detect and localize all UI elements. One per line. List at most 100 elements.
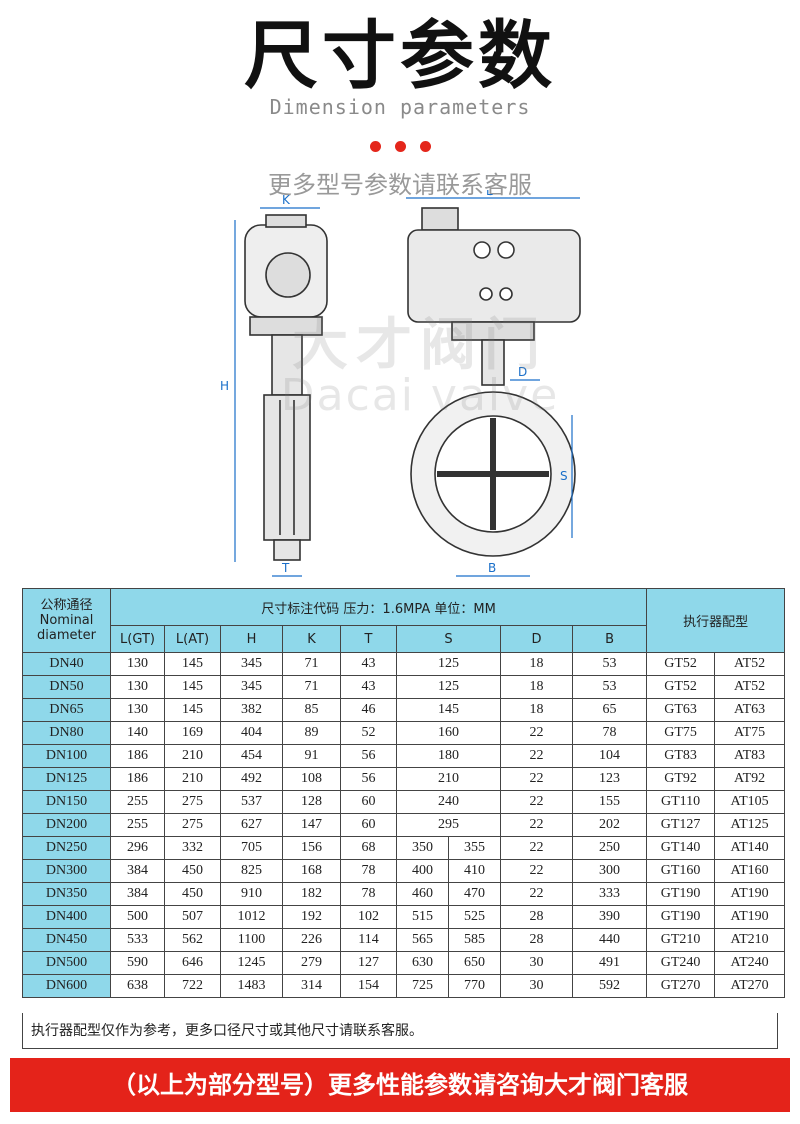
cell-h: 1245: [220, 951, 283, 975]
cell-d: 28: [500, 928, 573, 952]
cell-lat: 210: [164, 767, 221, 791]
dim-label-l: L: [486, 190, 493, 198]
cell-at: AT52: [714, 675, 786, 699]
cell-s1: 400: [396, 859, 449, 883]
decorative-dots: [0, 137, 800, 156]
cell-s2: 650: [448, 951, 501, 975]
cell-s: 295: [396, 813, 501, 837]
cell-gt: GT52: [646, 652, 716, 676]
cell-lat: 145: [164, 675, 221, 699]
cell-s2: 585: [448, 928, 501, 952]
cell-k: 168: [282, 859, 341, 883]
side-body: [263, 394, 311, 541]
cell-k: 71: [282, 675, 341, 699]
cell-lgt: 186: [110, 744, 165, 768]
cell-t: 60: [340, 790, 397, 814]
cell-lgt: 130: [110, 675, 165, 699]
col-header-s: S: [396, 625, 501, 653]
cell-b: 53: [571, 652, 648, 676]
cell-dn: DN125: [22, 767, 111, 791]
cell-b: 65: [571, 698, 648, 722]
red-dot-icon: [369, 141, 381, 152]
side-actuator-dial: [265, 252, 311, 298]
cell-lat: 450: [164, 882, 221, 906]
cell-gt: GT52: [646, 675, 716, 699]
cell-t: 56: [340, 744, 397, 768]
cell-b: 53: [571, 675, 648, 699]
cell-lat: 210: [164, 744, 221, 768]
dim-label-s: S: [560, 469, 568, 483]
cell-at: AT125: [714, 813, 786, 837]
cell-dn: DN400: [22, 905, 111, 929]
col-header-d: D: [500, 625, 573, 653]
cell-k: 71: [282, 652, 341, 676]
cell-s: 125: [396, 675, 501, 699]
dim-label-h: H: [220, 379, 229, 393]
cell-lat: 275: [164, 790, 221, 814]
cell-at: AT75: [714, 721, 786, 745]
cell-s2: 525: [448, 905, 501, 929]
side-bottom: [273, 539, 301, 561]
cell-s: 180: [396, 744, 501, 768]
cell-gt: GT190: [646, 882, 716, 906]
cell-h: 492: [220, 767, 283, 791]
cell-gt: GT92: [646, 767, 716, 791]
cell-t: 46: [340, 698, 397, 722]
cell-at: AT190: [714, 905, 786, 929]
front-actuator-body: [407, 229, 581, 323]
cell-at: AT190: [714, 882, 786, 906]
cell-gt: GT63: [646, 698, 716, 722]
red-dot-icon: [394, 141, 406, 152]
spec-header: 尺寸标注代码 压力：1.6MPA 单位：MM: [109, 588, 648, 626]
cell-k: 91: [282, 744, 341, 768]
cell-s1: 460: [396, 882, 449, 906]
cell-b: 390: [571, 905, 648, 929]
cell-lgt: 130: [110, 698, 165, 722]
cell-lat: 145: [164, 698, 221, 722]
cell-k: 147: [282, 813, 341, 837]
cell-h: 454: [220, 744, 283, 768]
cell-h: 1012: [220, 905, 283, 929]
cell-s: 240: [396, 790, 501, 814]
cell-lgt: 186: [110, 767, 165, 791]
cell-d: 22: [500, 813, 573, 837]
cell-h: 1100: [220, 928, 283, 952]
bottom-banner: （以上为部分型号）更多性能参数请咨询大才阀门客服: [10, 1058, 790, 1112]
cell-dn: DN500: [22, 951, 111, 975]
cell-s2: 355: [448, 836, 501, 860]
cell-h: 1483: [220, 974, 283, 998]
cell-s: 160: [396, 721, 501, 745]
cell-h: 404: [220, 721, 283, 745]
cell-dn: DN40: [22, 652, 111, 676]
cell-dn: DN200: [22, 813, 111, 837]
cell-b: 202: [571, 813, 648, 837]
cell-lat: 275: [164, 813, 221, 837]
cell-t: 102: [340, 905, 397, 929]
cell-d: 22: [500, 859, 573, 883]
dim-label-d: D: [518, 365, 527, 379]
cell-b: 592: [571, 974, 648, 998]
cell-lgt: 255: [110, 813, 165, 837]
dim-label-t: T: [281, 561, 290, 575]
cell-k: 156: [282, 836, 341, 860]
cell-s1: 630: [396, 951, 449, 975]
page-subtitle: Dimension parameters: [269, 95, 531, 119]
cell-d: 22: [500, 744, 573, 768]
cell-k: 182: [282, 882, 341, 906]
cell-h: 382: [220, 698, 283, 722]
cell-k: 85: [282, 698, 341, 722]
cell-lat: 646: [164, 951, 221, 975]
page-title: 尺寸参数: [244, 13, 556, 99]
cell-h: 345: [220, 652, 283, 676]
cell-b: 440: [571, 928, 648, 952]
cell-dn: DN250: [22, 836, 111, 860]
cell-gt: GT127: [646, 813, 716, 837]
cell-gt: GT110: [646, 790, 716, 814]
